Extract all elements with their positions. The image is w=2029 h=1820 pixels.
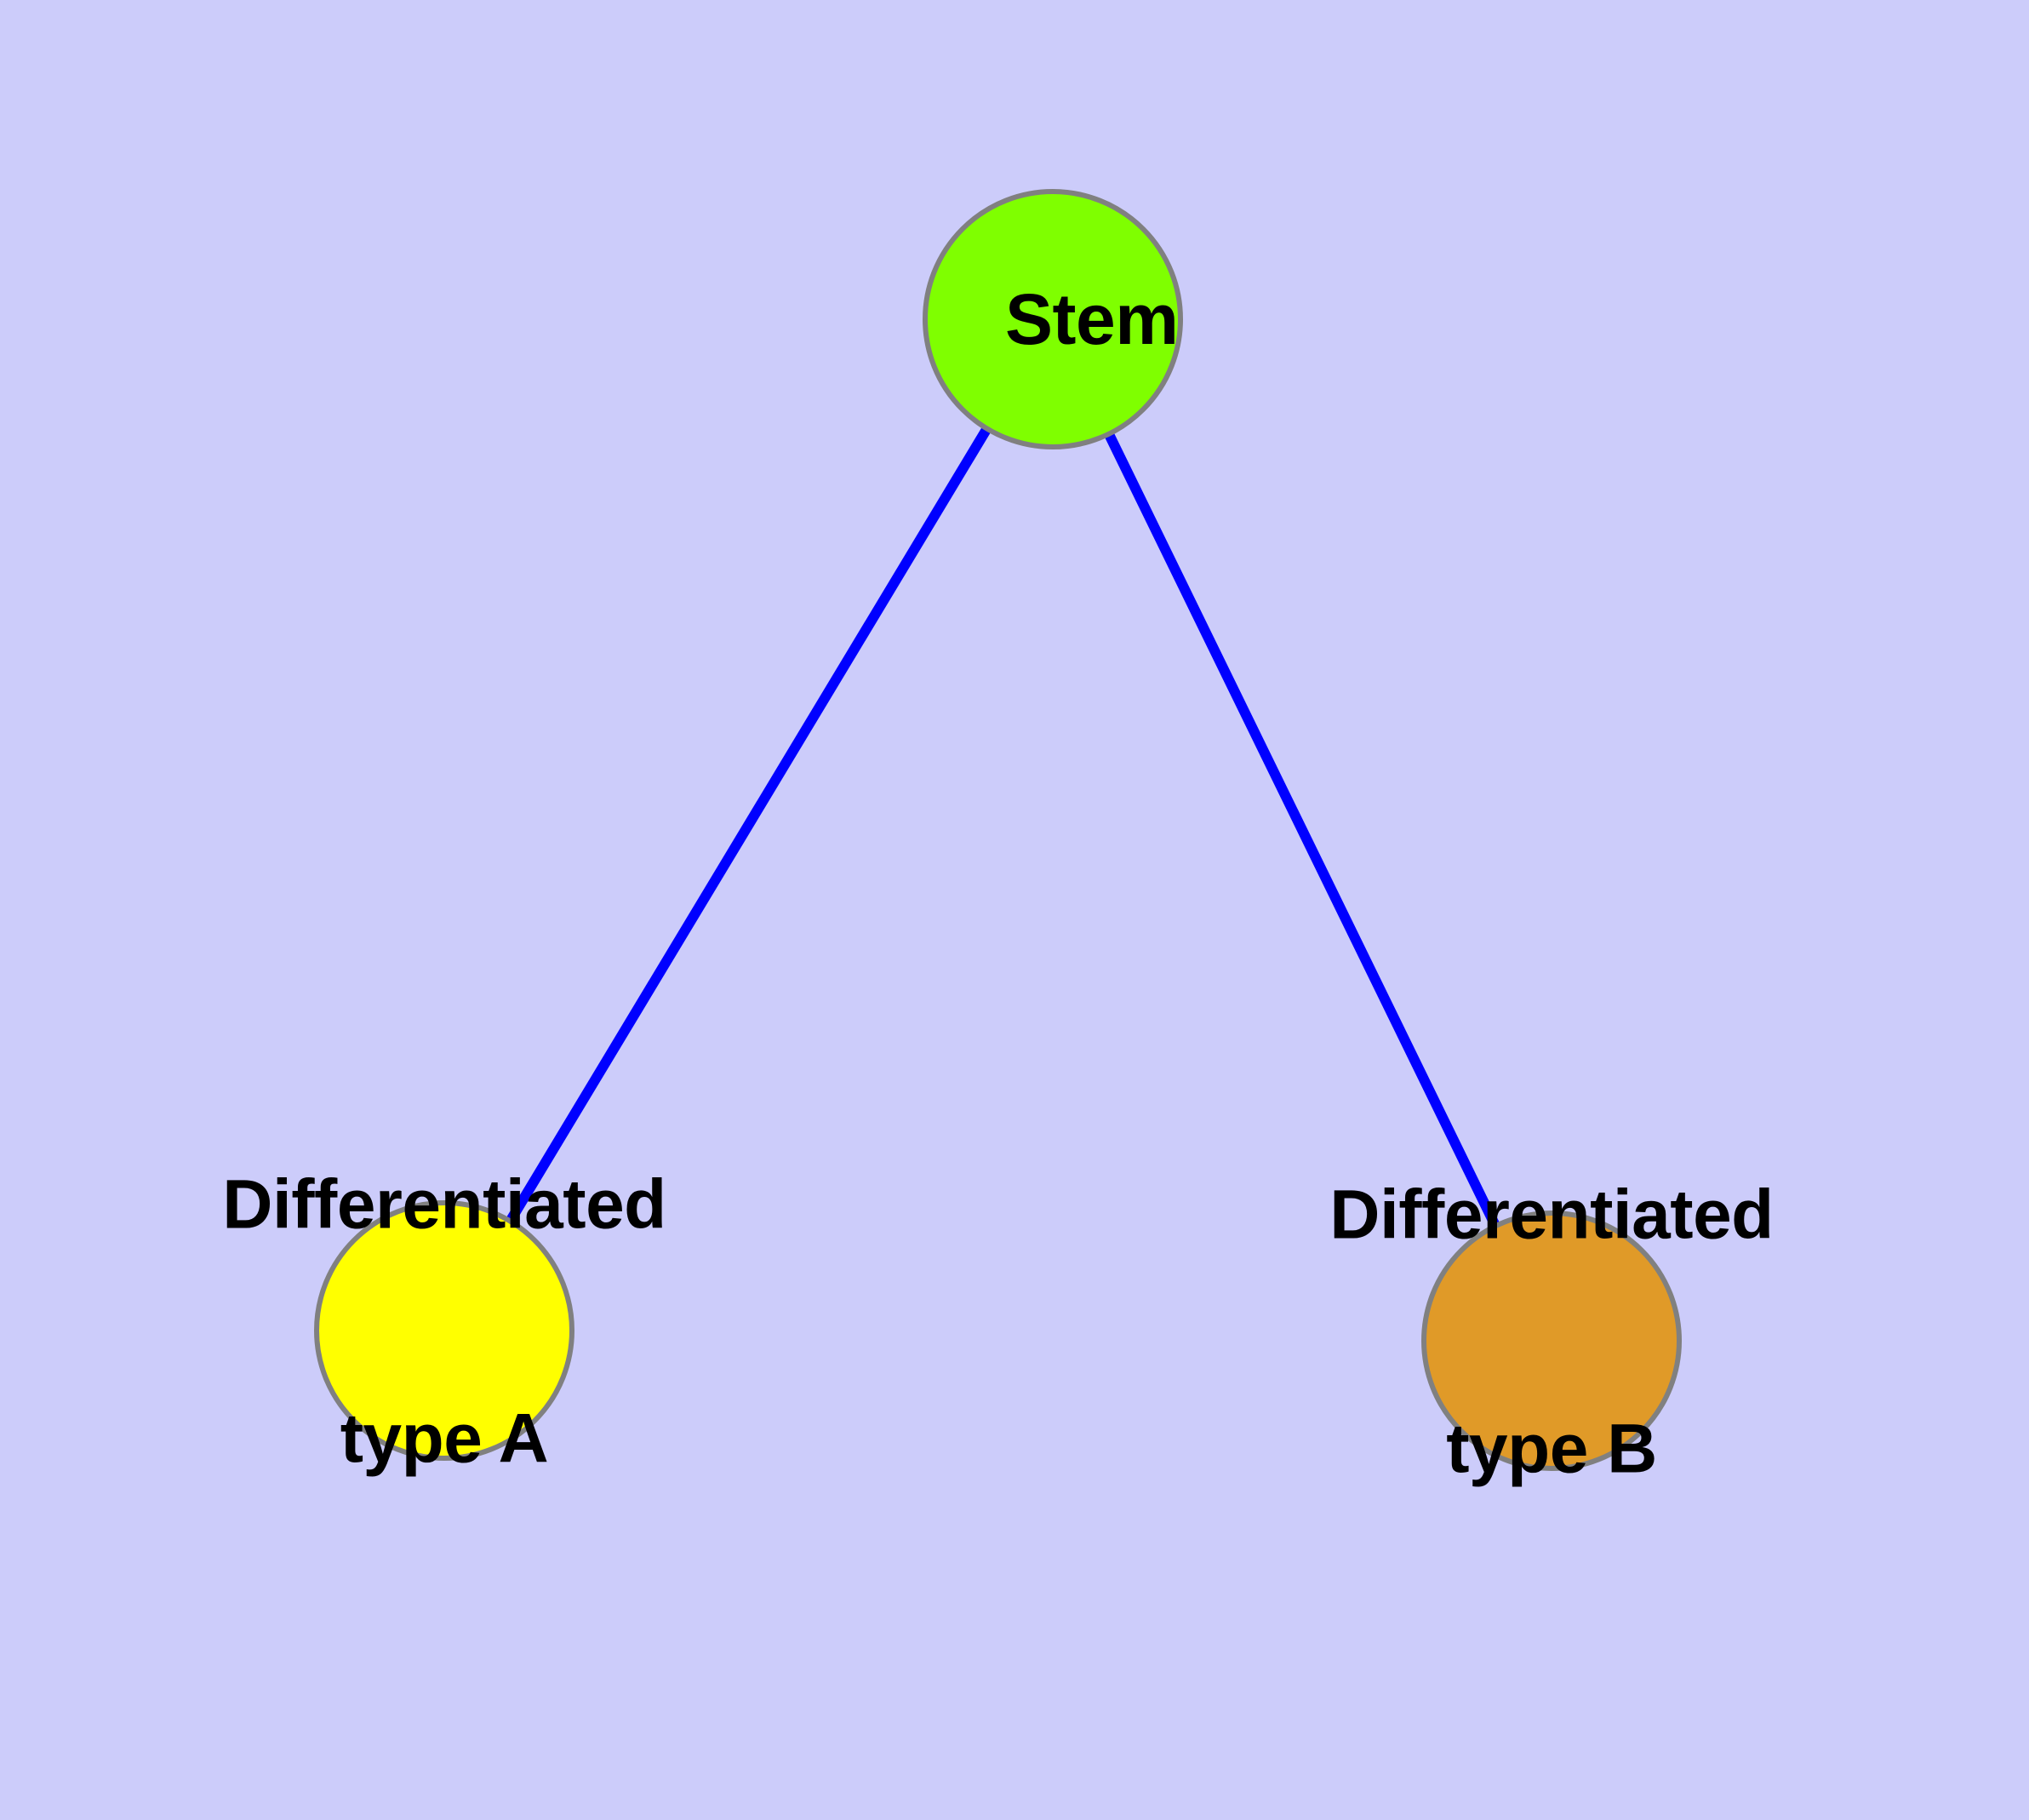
graph-node-stem[interactable] xyxy=(923,189,1183,449)
graph-edge-stem-diff_a[interactable] xyxy=(439,316,1058,1334)
graph-edge-stem-diff_b[interactable] xyxy=(1048,317,1557,1343)
graph-node-diff_a[interactable] xyxy=(314,1200,574,1461)
edge-layer xyxy=(439,316,1557,1343)
node-layer xyxy=(314,189,1682,1471)
graph-node-diff_b[interactable] xyxy=(1421,1210,1682,1471)
